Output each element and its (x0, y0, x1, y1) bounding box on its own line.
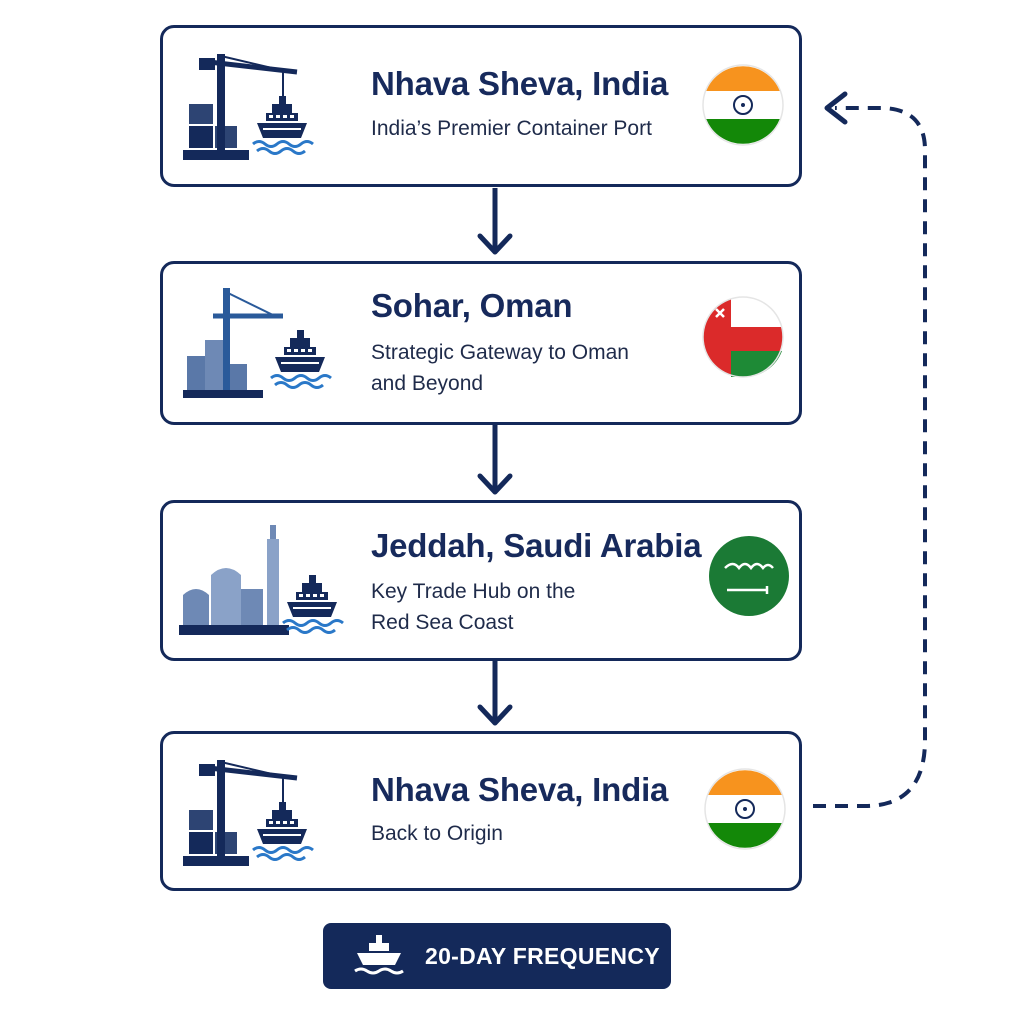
flow-arrow-1 (477, 188, 513, 255)
description-line: Strategic Gateway to Oman (371, 341, 629, 364)
flow-arrow-2 (477, 424, 513, 495)
description-line: Key Trade Hub on the (371, 580, 576, 603)
port-description: India’s Premier Container Port (371, 113, 652, 144)
container-port-icon (183, 760, 315, 866)
return-loop-arrow (813, 91, 927, 808)
port-description: Back to Origin (371, 818, 503, 849)
industrial-port-icon (183, 288, 333, 398)
city-port-icon (179, 525, 345, 635)
india-flag-icon (701, 63, 785, 147)
port-title: Nhava Sheva, India (371, 771, 669, 808)
port-description: Strategic Gateway to Oman and Beyond (371, 337, 629, 399)
saudi-flag-icon (707, 534, 791, 618)
description-line: India’s Premier Container Port (371, 117, 652, 140)
ship-icon (354, 935, 404, 975)
frequency-badge: 20-DAY FREQUENCY (323, 923, 671, 989)
port-title: Jeddah, Saudi Arabia (371, 527, 702, 564)
oman-flag-icon (701, 295, 785, 379)
description-line: Back to Origin (371, 822, 503, 845)
india-flag-icon (703, 767, 787, 851)
flow-arrow-3 (477, 661, 513, 726)
description-line: and Beyond (371, 372, 484, 395)
description-line: Red Sea Coast (371, 611, 514, 634)
port-title: Nhava Sheva, India (371, 65, 669, 102)
frequency-label: 20-DAY FREQUENCY (425, 943, 660, 969)
port-title: Sohar, Oman (371, 287, 573, 324)
container-port-icon (183, 54, 315, 160)
